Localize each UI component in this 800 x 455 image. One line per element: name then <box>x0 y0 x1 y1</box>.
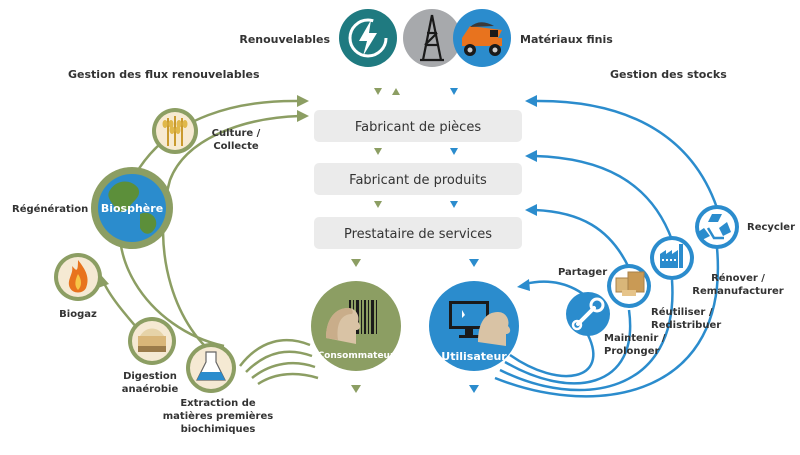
wrench-icon <box>566 292 610 336</box>
top-arrows <box>374 88 458 95</box>
product-manufacturer-label: Fabricant de produits <box>349 173 487 188</box>
extraction-label-line1: Extraction de <box>180 398 256 409</box>
flask-icon <box>186 343 236 393</box>
right-heading: Gestion des stocks <box>610 68 727 81</box>
user-icon <box>429 281 519 371</box>
top-source-icons <box>339 9 511 67</box>
biogas-label: Biogaz <box>59 309 97 320</box>
share-label: Partager <box>558 267 607 278</box>
extraction-label-line2: matières premières <box>163 410 274 422</box>
parts-manufacturer-box: Fabricant de pièces <box>314 110 522 142</box>
consumer-icon <box>311 281 401 371</box>
wheat-fish-icon <box>152 108 198 154</box>
biosphere-label: Biosphère <box>101 202 163 215</box>
service-provider-box: Prestataire de services <box>314 217 522 249</box>
factory-icon <box>650 236 694 280</box>
parts-manufacturer-label: Fabricant de pièces <box>355 120 481 135</box>
regeneration-label: Régénération <box>12 203 88 215</box>
reuse-label-line2: Redistribuer <box>651 320 721 331</box>
maintain-label-line2: Prolonger <box>604 346 659 357</box>
recycle-icon <box>695 205 739 249</box>
product-manufacturer-box: Fabricant de produits <box>314 163 522 195</box>
reuse-label-line1: Réutiliser / <box>651 306 713 318</box>
left-heading: Gestion des flux renouvelables <box>68 68 260 81</box>
recycle-label: Recycler <box>747 222 795 233</box>
renovate-label-line1: Rénover / <box>711 272 765 284</box>
culture-label-line1: Culture / <box>212 128 261 139</box>
boxes-icon <box>607 264 651 308</box>
finished-materials-label: Matériaux finis <box>520 33 613 46</box>
flow-arrows-center <box>351 148 479 393</box>
blue-flow-loops <box>494 95 720 398</box>
user-label: Utilisateur <box>441 350 507 363</box>
extraction-label-line3: biochimiques <box>181 424 256 435</box>
maintain-label-line1: Maintenir / <box>604 333 666 344</box>
consumer-label: Consommateur <box>318 351 395 361</box>
service-provider-label: Prestataire de services <box>344 227 492 242</box>
digestion-label-line2: anaérobie <box>122 383 179 395</box>
renewables-label: Renouvelables <box>239 33 330 46</box>
culture-label-line2: Collecte <box>213 141 259 152</box>
digestion-label-line1: Digestion <box>123 371 177 382</box>
renovate-label-line2: Remanufacturer <box>692 286 784 297</box>
anaerobic-digestion-icon <box>128 317 176 365</box>
flame-icon <box>54 253 102 301</box>
biosphere-globe-icon <box>91 167 173 249</box>
